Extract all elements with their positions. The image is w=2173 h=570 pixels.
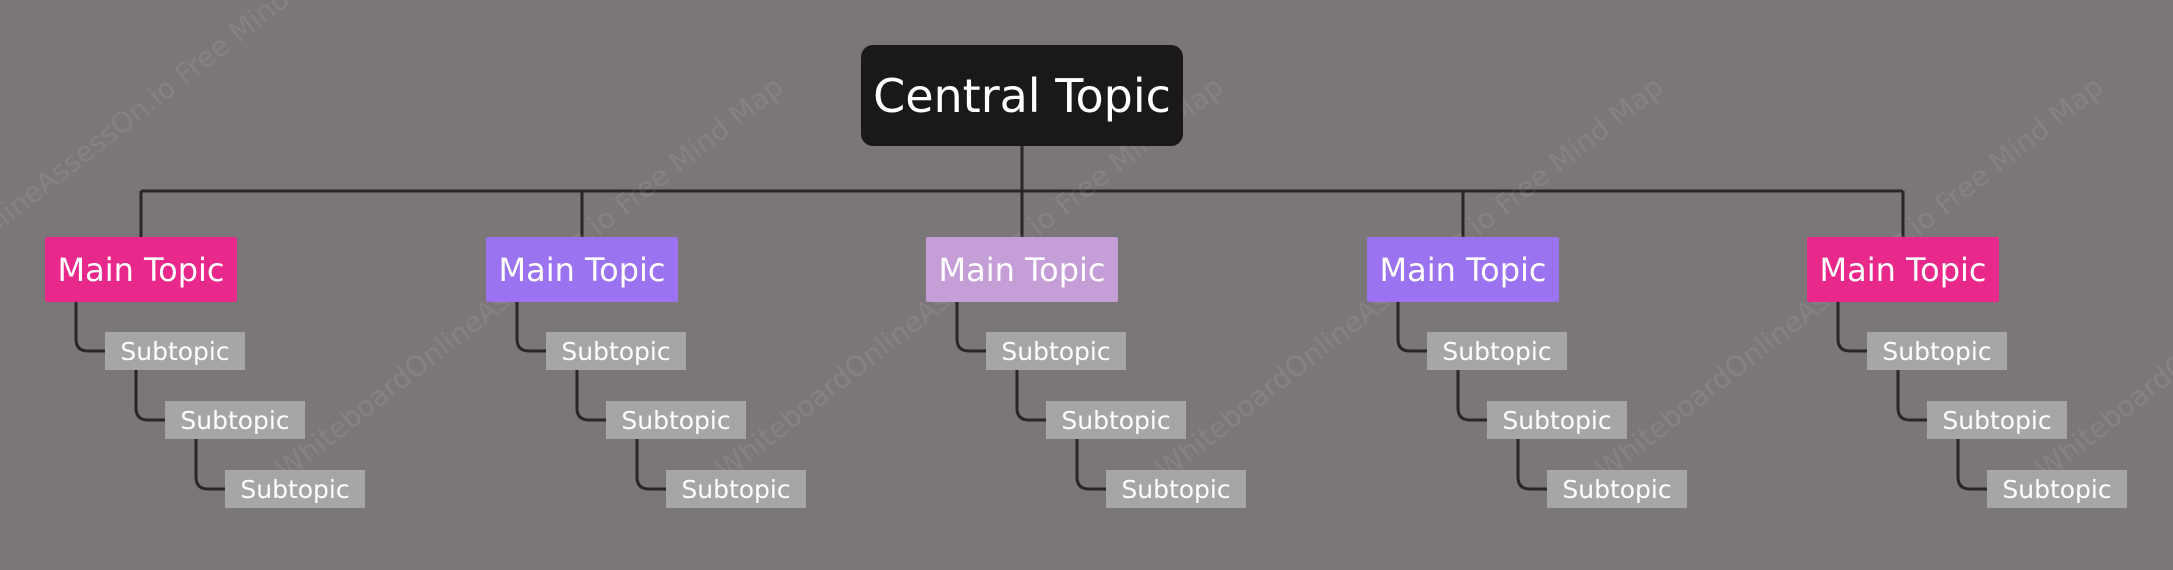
subtopic-label: Subtopic [561, 336, 671, 366]
subtopic[interactable]: Subtopic [1046, 401, 1186, 439]
subtopic[interactable]: Subtopic [666, 470, 806, 508]
subtopic-label: Subtopic [1061, 405, 1171, 435]
main-topic-label: Main Topic [57, 250, 225, 289]
subtopic[interactable]: Subtopic [1987, 470, 2127, 508]
subtopic[interactable]: Subtopic [1867, 332, 2007, 370]
subtopic-connector-line [1896, 370, 1927, 422]
main-topic-label: Main Topic [498, 250, 666, 289]
subtopic[interactable]: Subtopic [165, 401, 305, 439]
subtopic-connector-line [194, 439, 225, 491]
subtopic-label: Subtopic [120, 336, 230, 366]
subtopic-connector-line [635, 439, 666, 491]
subtopic-label: Subtopic [180, 405, 290, 435]
central-topic[interactable]: Central Topic [861, 45, 1183, 146]
subtopic-connector-line [955, 302, 986, 353]
main-topic[interactable]: Main Topic [926, 237, 1118, 302]
subtopic-label: Subtopic [2002, 474, 2112, 504]
main-topic[interactable]: Main Topic [1807, 237, 1999, 302]
main-topic[interactable]: Main Topic [486, 237, 678, 302]
subtopic-connector-line [1956, 439, 1987, 491]
subtopic-connector-line [1456, 370, 1487, 422]
subtopic[interactable]: Subtopic [606, 401, 746, 439]
subtopic[interactable]: Subtopic [546, 332, 686, 370]
subtopic-connector-line [1075, 439, 1106, 491]
subtopic-connector-line [1836, 302, 1867, 353]
subtopic-label: Subtopic [1882, 336, 1992, 366]
subtopic-connector-line [575, 370, 606, 422]
subtopic-label: Subtopic [1942, 405, 2052, 435]
subtopic-connector-line [515, 302, 546, 353]
subtopic-label: Subtopic [1001, 336, 1111, 366]
subtopic-connector-line [134, 370, 165, 422]
subtopic-connector-line [1015, 370, 1046, 422]
subtopic-label: Subtopic [1121, 474, 1231, 504]
subtopic-connector-line [1396, 302, 1427, 353]
main-topic[interactable]: Main Topic [45, 237, 237, 302]
subtopic[interactable]: Subtopic [1927, 401, 2067, 439]
subtopic[interactable]: Subtopic [1106, 470, 1246, 508]
main-topic-label: Main Topic [1819, 250, 1987, 289]
subtopic[interactable]: Subtopic [1487, 401, 1627, 439]
subtopic-label: Subtopic [1502, 405, 1612, 435]
main-topic-label: Main Topic [938, 250, 1106, 289]
central-topic-label: Central Topic [873, 68, 1171, 123]
subtopic[interactable]: Subtopic [105, 332, 245, 370]
main-topic-label: Main Topic [1379, 250, 1547, 289]
subtopic-label: Subtopic [1562, 474, 1672, 504]
subtopic[interactable]: Subtopic [1547, 470, 1687, 508]
subtopic-label: Subtopic [681, 474, 791, 504]
main-topic[interactable]: Main Topic [1367, 237, 1559, 302]
subtopic-label: Subtopic [621, 405, 731, 435]
subtopic[interactable]: Subtopic [986, 332, 1126, 370]
subtopic-connector-line [1516, 439, 1547, 491]
subtopic-connector-line [74, 302, 105, 353]
subtopic[interactable]: Subtopic [225, 470, 365, 508]
subtopic-label: Subtopic [240, 474, 350, 504]
subtopic-label: Subtopic [1442, 336, 1552, 366]
subtopic[interactable]: Subtopic [1427, 332, 1567, 370]
